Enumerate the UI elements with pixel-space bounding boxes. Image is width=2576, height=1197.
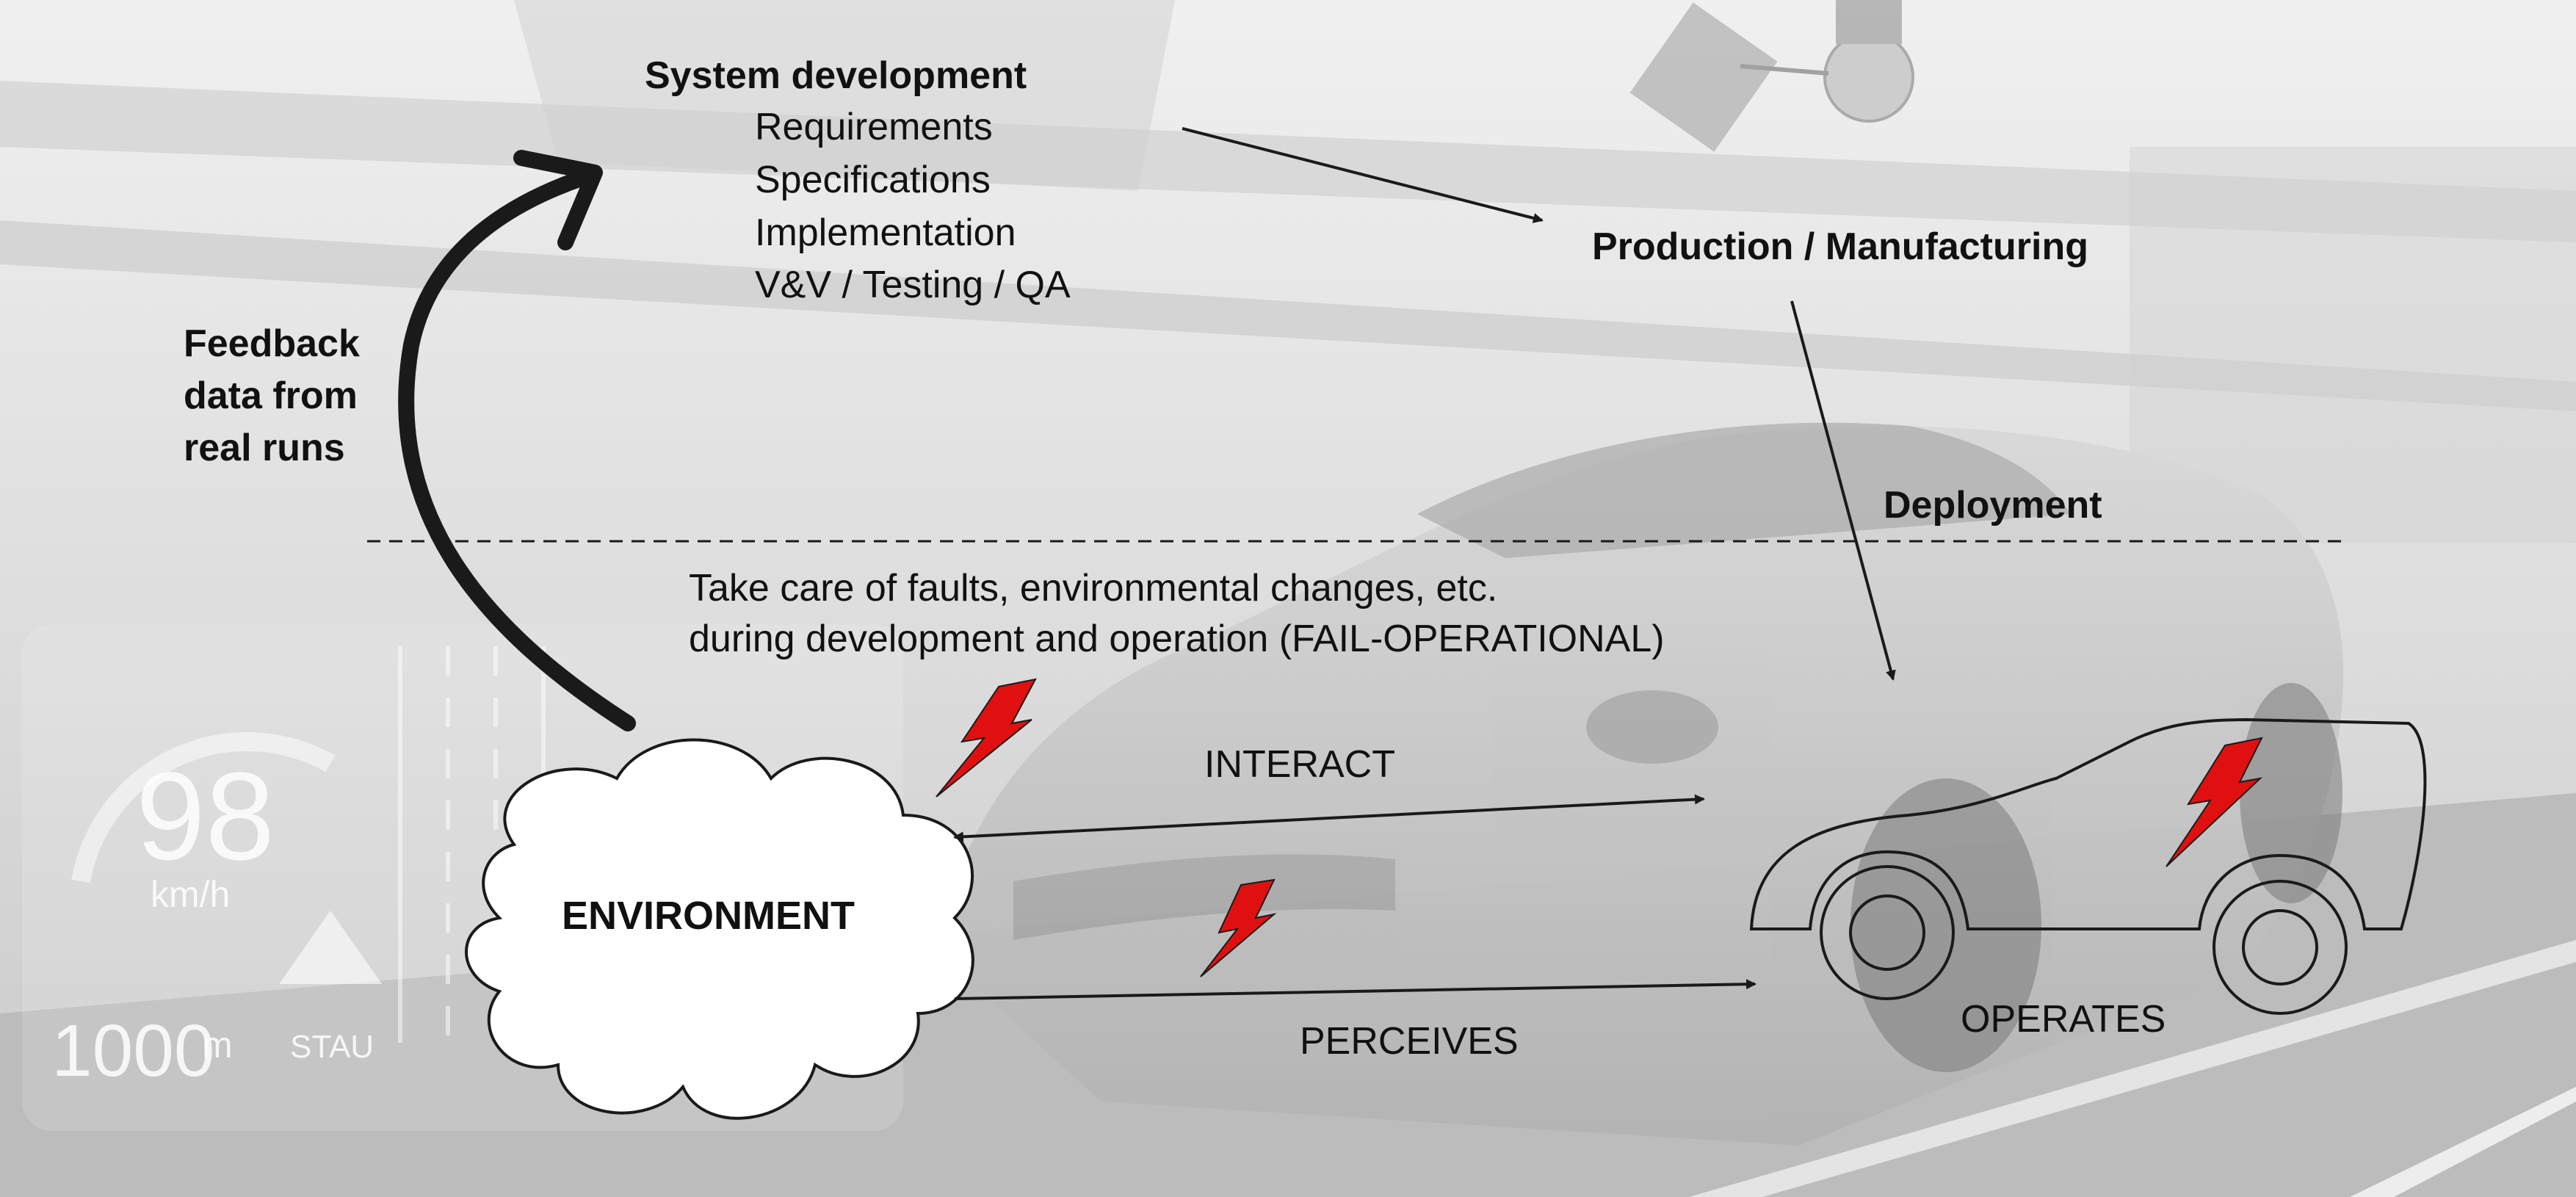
satellite-icon [1629,0,1914,152]
arrow-dev-to-production [1182,127,1544,223]
svg-text:data from: data from [184,375,358,417]
sysdev-item-specifications: Specifications [755,159,991,201]
feedback-label: Feedback data from real runs [184,322,360,469]
system-development-title: System development [645,54,1027,97]
environment-label: ENVIRONMENT [562,894,855,938]
svg-text:during development and operati: during development and operation (FAIL-O… [689,618,1665,660]
warning-icon [279,911,382,984]
perceives-label: PERCEIVES [1300,1020,1519,1063]
svg-text:Take care of faults, environme: Take care of faults, environmental chang… [689,567,1497,610]
vehicle-outline [1749,717,2427,1015]
hud-distance: 1000 [51,1010,214,1092]
fault-bolt-icon [2166,737,2263,867]
hud-speed-unit: km/h [151,874,230,915]
interact-label: INTERACT [1204,743,1395,786]
perceives-arrow [954,979,1756,1000]
hud-traffic-sign: STAU [290,1029,374,1065]
deployment-label: Deployment [1884,484,2102,527]
sports-car-image [940,422,2344,1146]
hud-speed: 98 [136,747,275,886]
rear-wheel-icon [2213,880,2348,1015]
feedback-arrowhead [513,150,603,250]
svg-text:real runs: real runs [184,427,345,469]
environment-cloud: ENVIRONMENT [465,738,974,1120]
fault-bolt-icon [936,678,1037,798]
operates-label: OPERATES [1961,998,2166,1041]
fault-bolt-icon [1200,878,1277,977]
front-wheel-icon [1820,865,1955,1000]
sysdev-item-vv-testing: V&V / Testing / QA [755,264,1071,306]
feedback-arrow [398,168,636,731]
system-development-block: System development Requirements Specific… [645,54,1071,306]
hud-distance-unit: m [202,1024,233,1066]
production-label: Production / Manufacturing [1592,225,2088,268]
interact-arrow [953,794,1705,842]
svg-text:Feedback: Feedback [184,322,360,365]
arrow-production-to-car [1790,300,1896,681]
sysdev-item-implementation: Implementation [755,211,1016,254]
sysdev-item-requirements: Requirements [755,106,993,148]
faults-note: Take care of faults, environmental chang… [689,567,1665,660]
